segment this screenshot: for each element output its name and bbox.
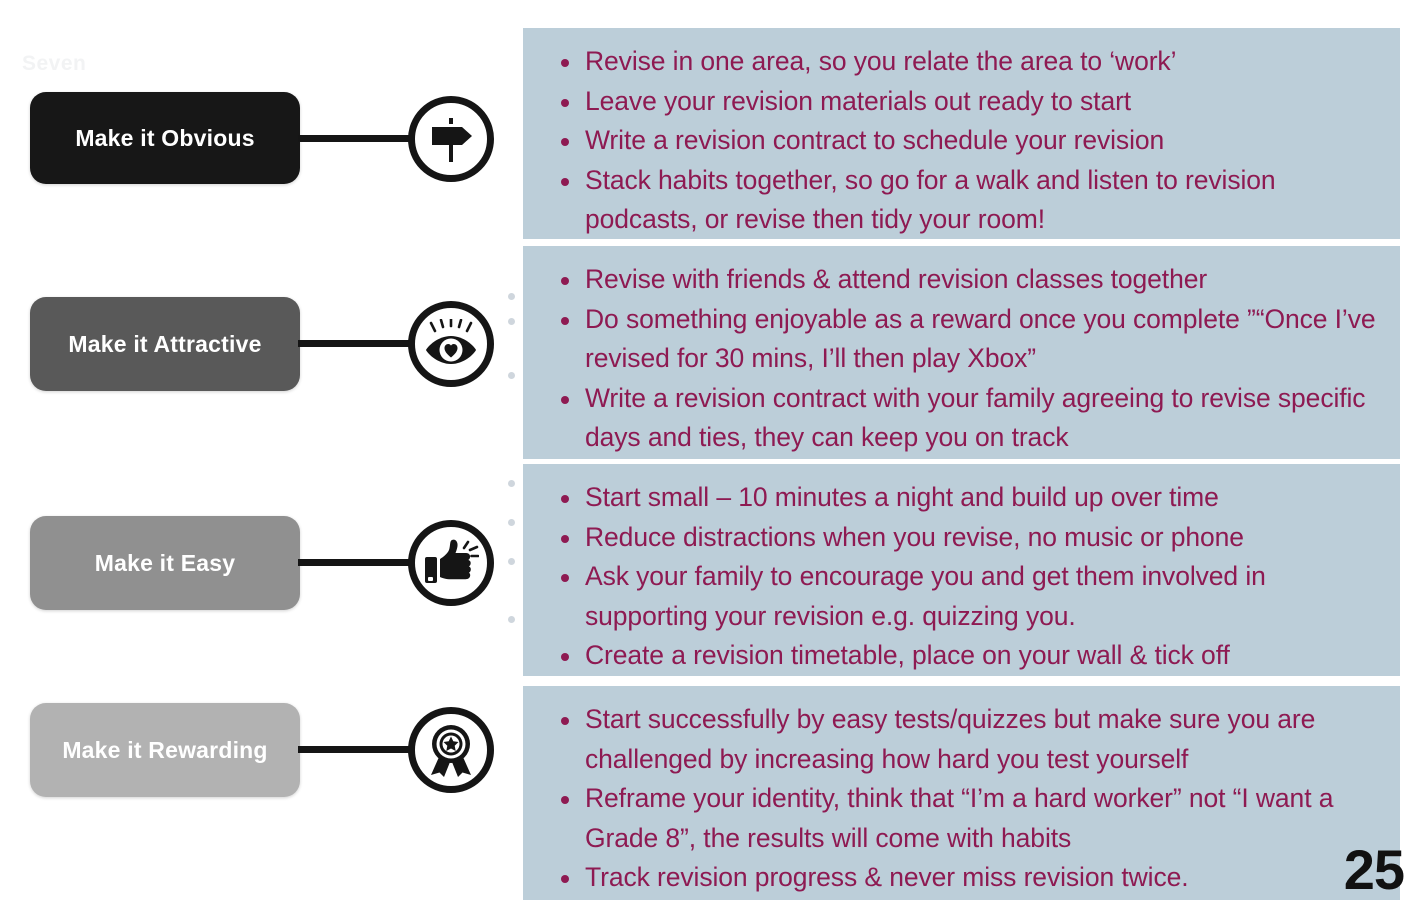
list-item: Do something enjoyable as a reward once … — [537, 300, 1382, 379]
pill-label: Make it Easy — [94, 549, 236, 576]
page-number: 25 — [1343, 838, 1405, 901]
stray-bullet-artifact — [508, 519, 515, 526]
pill-make-it-attractive[interactable]: Make it Attractive — [30, 297, 300, 391]
tips-panel-obvious: Revise in one area, so you relate the ar… — [523, 28, 1400, 239]
habit-row-rewarding: Make it Rewarding — [0, 685, 523, 900]
tips-panel-easy: Start small – 10 minutes a night and bui… — [523, 464, 1400, 676]
stray-bullet-artifact — [508, 293, 515, 300]
connector-line — [298, 746, 414, 753]
tips-panel-attractive: Revise with friends & attend revision cl… — [523, 246, 1400, 459]
pill-make-it-obvious[interactable]: Make it Obvious — [30, 92, 300, 184]
connector-line — [298, 135, 414, 142]
list-item: Ask your family to encourage you and get… — [537, 557, 1382, 636]
list-item: Reduce distractions when you revise, no … — [537, 518, 1382, 558]
tips-list: Revise in one area, so you relate the ar… — [537, 42, 1382, 240]
pill-label: Make it Rewarding — [62, 736, 268, 763]
list-item: Create a revision timetable, place on yo… — [537, 636, 1382, 676]
list-item: Start small – 10 minutes a night and bui… — [537, 478, 1382, 518]
pill-make-it-easy[interactable]: Make it Easy — [30, 516, 300, 610]
list-item: Revise with friends & attend revision cl… — [537, 260, 1382, 300]
list-item: Revise in one area, so you relate the ar… — [537, 42, 1382, 82]
list-item: Write a revision contract to schedule yo… — [537, 121, 1382, 161]
pill-label: Make it Obvious — [75, 124, 255, 151]
stray-bullet-artifact — [508, 616, 515, 623]
stray-bullet-artifact — [508, 480, 515, 487]
pill-label: Make it Attractive — [68, 330, 262, 357]
connector-line — [298, 559, 414, 566]
tips-list: Start small – 10 minutes a night and bui… — [537, 478, 1382, 676]
tips-panel-rewarding: Start successfully by easy tests/quizzes… — [523, 686, 1400, 900]
stray-bullet-artifact — [508, 558, 515, 565]
habit-row-easy: Make it Easy — [0, 462, 523, 677]
stray-bullet-artifact — [508, 318, 515, 325]
connector-line — [298, 340, 414, 347]
list-item: Write a revision contract with your fami… — [537, 379, 1382, 458]
list-item: Stack habits together, so go for a walk … — [537, 161, 1382, 240]
habit-row-obvious: Make it Obvious — [0, 28, 523, 240]
eye-heart-icon — [408, 301, 494, 387]
list-item: Track revision progress & never miss rev… — [537, 858, 1382, 898]
ghost-text-artifact: Seven — [22, 52, 87, 75]
signpost-icon — [408, 96, 494, 182]
thumbs-up-icon — [408, 520, 494, 606]
tips-list: Revise with friends & attend revision cl… — [537, 260, 1382, 458]
list-item: Leave your revision materials out ready … — [537, 82, 1382, 122]
habit-row-attractive: Make it Attractive — [0, 245, 523, 460]
stray-bullet-artifact — [508, 372, 515, 379]
list-item: Reframe your identity, think that “I’m a… — [537, 779, 1382, 858]
list-item: Start successfully by easy tests/quizzes… — [537, 700, 1382, 779]
award-rosette-icon — [408, 707, 494, 793]
pill-make-it-rewarding[interactable]: Make it Rewarding — [30, 703, 300, 797]
tips-list: Start successfully by easy tests/quizzes… — [537, 700, 1382, 898]
